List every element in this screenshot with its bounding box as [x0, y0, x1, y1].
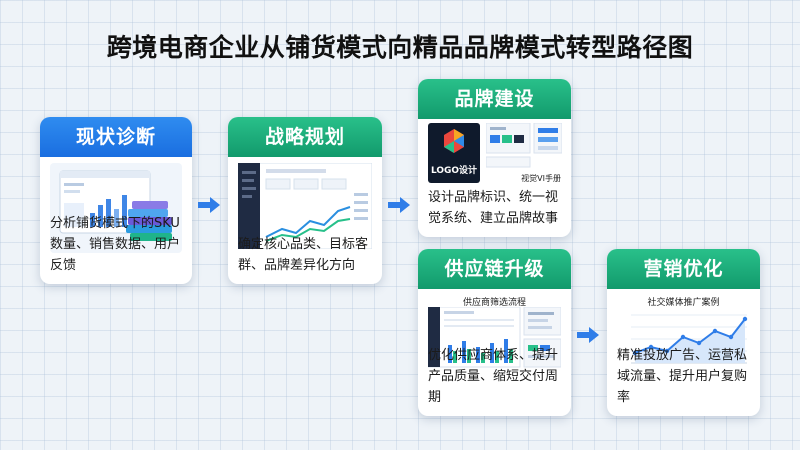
stage-card-strategy: 战略规划 确定核心品类、目标客群、品牌差异化方向: [228, 117, 382, 284]
arrow-right-icon: [388, 197, 410, 213]
stage-card-supply: 供应链升级 供应商筛选流程 优化供: [418, 249, 571, 416]
stage-card-brand: 品牌建设 LOGO设计 视觉VI手册 设计品牌标识、统一视觉系统、建立品牌故事: [418, 79, 571, 237]
stage-desc-marketing: 精准投放广告、运营私域流量、提升用户复购率: [617, 348, 748, 405]
stage-desc-diagnosis: 分析铺货模式下的SKU数量、销售数据、用户反馈: [50, 216, 181, 273]
stage-desc-supply: 优化供应商体系、提升产品质量、缩短交付周期: [428, 348, 559, 405]
marketing-chart-title: 社交媒体推广案例: [647, 298, 720, 308]
stage-desc-strategy: 确定核心品类、目标客群、品牌差异化方向: [238, 237, 369, 273]
supply-illustration: 供应商筛选流程: [428, 295, 561, 370]
hexagon-logo-icon: [444, 129, 464, 153]
logo-design-label: LOGO设计: [430, 166, 478, 176]
stage-title-diagnosis: 现状诊断: [40, 117, 192, 157]
supply-chart-title: 供应商筛选流程: [462, 298, 526, 308]
arrow-right-icon: [577, 327, 599, 343]
stage-title-brand: 品牌建设: [418, 79, 571, 119]
brand-illustration: LOGO设计 视觉VI手册: [428, 123, 562, 189]
arrow-right-icon: [198, 197, 220, 213]
vi-manual-label: 视觉VI手册: [521, 174, 561, 183]
diagnosis-illustration: [50, 163, 182, 253]
stage-title-marketing: 营销优化: [607, 249, 760, 289]
stage-card-marketing: 营销优化 社交媒体推广案例 精准投放广告、运营私域流量、提升用户复购率: [607, 249, 760, 416]
stage-card-diagnosis: 现状诊断 分析铺货模式下的SKU数量、销售数据、用户反馈: [40, 117, 192, 284]
stage-desc-brand: 设计品牌标识、统一视觉系统、建立品牌故事: [428, 190, 559, 226]
strategy-illustration: [237, 162, 373, 250]
logo-design-tile: LOGO设计: [428, 123, 480, 183]
stage-title-supply: 供应链升级: [418, 249, 571, 289]
marketing-illustration: 社交媒体推广案例: [617, 295, 750, 373]
page-title: 跨境电商企业从铺货模式向精品品牌模式转型路径图: [106, 33, 694, 62]
stage-title-strategy: 战略规划: [228, 117, 382, 157]
